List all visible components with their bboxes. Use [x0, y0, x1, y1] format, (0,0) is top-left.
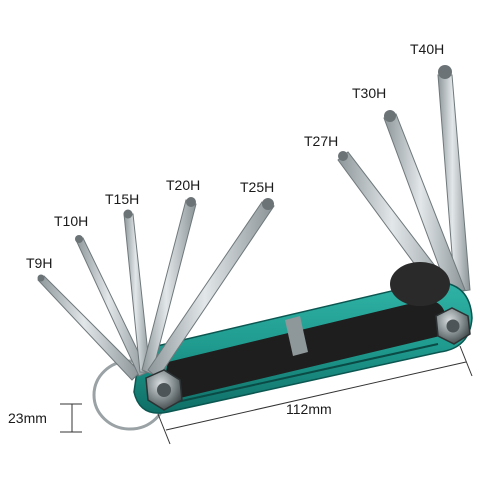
label-t30h: T30H — [352, 85, 387, 101]
label-t27h: T27H — [304, 133, 339, 149]
pivot-nut-right — [435, 307, 471, 345]
left-key-fan — [37, 197, 275, 381]
label-thickness: 23mm — [8, 410, 47, 426]
label-t20h: T20H — [166, 177, 201, 193]
label-t9h: T9H — [26, 255, 53, 271]
folding-handle — [133, 262, 473, 414]
label-length: 112mm — [286, 401, 332, 417]
label-t15h: T15H — [105, 191, 140, 207]
dimension-length — [157, 345, 473, 445]
dimension-thickness — [60, 403, 82, 433]
label-t25h: T25H — [240, 179, 275, 195]
label-t10h: T10H — [54, 213, 89, 229]
label-t40h: T40H — [410, 41, 445, 57]
pivot-nut-left — [145, 369, 183, 411]
